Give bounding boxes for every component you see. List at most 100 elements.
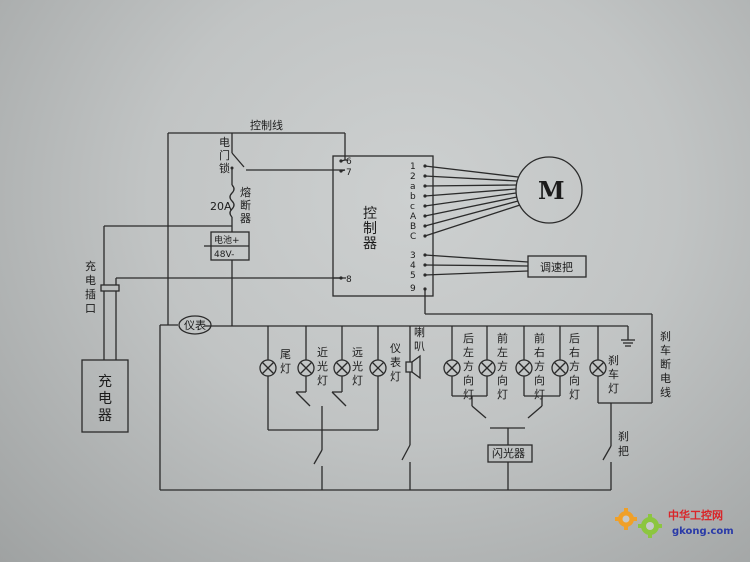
controller-char-1: 控 <box>363 206 377 222</box>
flasher: 闪光器 <box>487 444 533 490</box>
front-right-turn-char-5: 灯 <box>534 388 545 401</box>
lamp-front-left-turn: 前 左 方 向 灯 <box>478 326 508 401</box>
charging-wires: 充 电 插 口 <box>85 225 346 360</box>
low-beam-char-3: 灯 <box>317 374 328 387</box>
flasher-label: 闪光器 <box>492 446 525 460</box>
rear-right-turn-char-1: 后 <box>569 332 580 345</box>
charge-port-char-2: 电 <box>85 274 96 287</box>
brake-handle-char-2: 把 <box>618 444 629 458</box>
brake-light-char-2: 车 <box>608 367 619 381</box>
front-left-turn-char-3: 方 <box>497 359 508 373</box>
lamp-meter: 仪 表 灯 <box>369 326 401 430</box>
front-left-turn-char-2: 左 <box>497 346 508 359</box>
gear-icon <box>615 508 662 538</box>
controller-pin-a: a <box>410 182 416 192</box>
controller-pin-7: 7 <box>346 168 352 178</box>
controller-pin-c: c <box>410 202 415 212</box>
brake-light-char-3: 灯 <box>608 382 619 395</box>
battery: 电池+ 48V- <box>204 231 250 326</box>
horn-char-2: 叭 <box>414 340 425 353</box>
controller: 控 制 器 6 7 8 1 2 a b c A B C 3 4 5 9 <box>332 155 434 297</box>
controller-pin-5: 5 <box>410 271 416 281</box>
lamp-high-beam: 远 光 灯 <box>333 326 363 392</box>
controller-pin-8: 8 <box>346 275 352 285</box>
charge-port-char-1: 充 <box>85 259 96 273</box>
meter-light-char-2: 表 <box>390 355 401 369</box>
door-lock-switch: 电 门 锁 <box>219 133 345 185</box>
motor-wires <box>423 164 521 238</box>
charge-port-char-4: 口 <box>85 302 96 315</box>
fuse-char-1: 熔 <box>240 185 251 199</box>
door-lock-char-1: 电 <box>219 136 230 149</box>
controller-pin-6: 6 <box>346 157 352 167</box>
low-beam-char-2: 光 <box>317 359 328 373</box>
bottom-switches <box>313 430 411 490</box>
lighting-bus: 仪表 <box>159 315 635 491</box>
lamp-brake: 刹 车 灯 <box>589 326 619 404</box>
brake-cutoff-char-4: 电 <box>660 372 671 385</box>
control-line-label: 控制线 <box>250 118 283 132</box>
controller-pin-1: 1 <box>410 162 416 172</box>
charger: 充 电 器 <box>81 359 129 433</box>
controller-pin-C: C <box>410 232 416 242</box>
tail-light-char-2: 灯 <box>280 362 291 375</box>
high-beam-char-1: 远 <box>352 346 363 359</box>
lamp-rear-right-turn: 后 右 方 向 灯 <box>551 326 580 401</box>
charger-char-1: 充 <box>98 374 112 390</box>
fuse-char-2: 断 <box>240 198 251 212</box>
horn-char-1: 喇 <box>414 325 425 339</box>
rear-left-turn-char-3: 方 <box>463 359 474 373</box>
charge-port-char-3: 插 <box>85 287 96 301</box>
rear-right-turn-char-5: 灯 <box>569 388 580 401</box>
motor-label: M <box>538 176 565 205</box>
front-left-turn-char-4: 向 <box>497 373 508 387</box>
lamp-rear-left-turn: 后 左 方 向 灯 <box>443 326 474 401</box>
motor: M <box>515 156 583 224</box>
watermark-logo: 中华工控网 gkong.com <box>615 508 734 538</box>
watermark-site-name: 中华工控网 <box>668 508 723 522</box>
beam-switch <box>268 391 378 431</box>
brake-cutoff-char-3: 断 <box>660 357 671 371</box>
rear-right-turn-char-4: 向 <box>569 373 580 387</box>
controller-pin-A: A <box>410 212 417 222</box>
front-left-turn-char-1: 前 <box>497 331 508 345</box>
low-beam-char-1: 近 <box>317 346 328 359</box>
controller-char-2: 制 <box>363 221 377 237</box>
speed-handle-label: 调速把 <box>540 260 573 274</box>
rear-left-turn-char-1: 后 <box>463 332 474 345</box>
brake-handle-switch: 刹 把 <box>602 430 629 490</box>
controller-pin-9: 9 <box>410 284 416 294</box>
rear-left-turn-char-2: 左 <box>463 346 474 359</box>
controller-pin-b: b <box>410 192 416 202</box>
high-beam-char-2: 光 <box>352 359 363 373</box>
front-left-turn-char-5: 灯 <box>497 388 508 401</box>
tail-light-char-1: 尾 <box>280 348 291 361</box>
front-right-turn-char-3: 方 <box>534 359 545 373</box>
lamp-front-right-turn: 前 右 方 向 灯 <box>515 326 545 401</box>
controller-pin-3: 3 <box>410 251 416 261</box>
battery-label-top: 电池+ <box>214 234 240 246</box>
horn: 喇 叭 <box>405 325 425 445</box>
meter-symbol <box>178 315 212 335</box>
brake-cutoff-char-2: 车 <box>660 343 671 357</box>
controller-pin-B: B <box>410 222 416 232</box>
battery-label-bottom: 48V- <box>214 250 234 260</box>
controller-pin-2: 2 <box>410 172 416 182</box>
brake-cutoff-char-5: 线 <box>660 385 671 399</box>
charge-port-plug <box>100 284 120 292</box>
controller-char-3: 器 <box>363 236 377 252</box>
turn-switch <box>452 395 560 445</box>
front-right-turn-char-1: 前 <box>534 331 545 345</box>
front-right-turn-char-2: 右 <box>534 345 545 359</box>
meter-light-char-1: 仪 <box>390 342 401 355</box>
high-beam-char-3: 灯 <box>352 374 363 387</box>
controller-pin-4: 4 <box>410 261 416 271</box>
watermark-site-domain: gkong.com <box>672 526 734 537</box>
brake-cutoff-char-1: 刹 <box>660 330 671 343</box>
rear-left-turn-char-4: 向 <box>463 373 474 387</box>
charger-char-2: 电 <box>98 391 112 407</box>
lamp-low-beam: 近 光 灯 <box>297 326 328 392</box>
meter-light-char-3: 灯 <box>390 370 401 383</box>
